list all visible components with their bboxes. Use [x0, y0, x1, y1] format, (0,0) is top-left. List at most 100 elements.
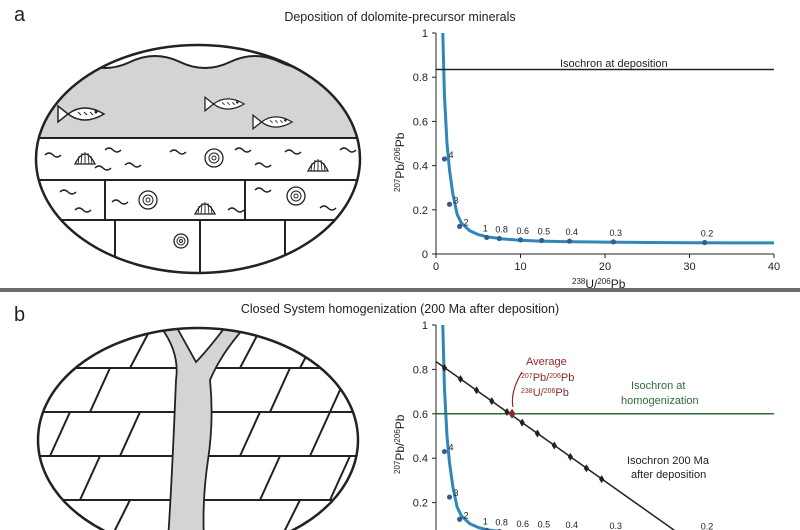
data-point-label: 0.4	[566, 520, 579, 530]
isochron-diamond	[519, 418, 525, 427]
x-axis-label-a: 238U/206Pb	[572, 277, 626, 291]
isochron-diamond	[551, 441, 557, 450]
data-point	[441, 448, 448, 455]
data-point	[457, 516, 463, 522]
data-point-label: 4	[448, 443, 453, 453]
panel-divider	[0, 288, 800, 292]
y-tick-label: 0.6	[413, 116, 428, 128]
points-b: 4 3 2 1 0.8 0.6 0.5 0.4 0.3 0.2	[441, 443, 714, 530]
isochron-deposition-label: Isochron at deposition	[560, 58, 668, 70]
isochron-diamonds	[441, 363, 605, 484]
ammonite-icon	[204, 148, 224, 168]
svg-text:238U/206Pb: 238U/206Pb	[521, 387, 569, 399]
panel-a-letter: a	[14, 4, 26, 26]
data-point-label: 1	[483, 223, 488, 233]
svg-text:Average: Average	[526, 356, 567, 368]
y-tick-label: 0.8	[413, 364, 428, 376]
data-point	[517, 237, 524, 243]
data-point	[539, 237, 545, 244]
average-point	[508, 408, 516, 419]
data-point	[566, 238, 573, 244]
isochron-diamond	[457, 374, 464, 383]
chart-b: 0.2 0.4 0.6 0.8 1 4 3 2 1 0.8 0.6 0.5 0.4 0.3 0.2 207…	[393, 320, 774, 530]
panel-b-letter: b	[14, 304, 26, 326]
panel-a-title: Deposition of dolomite-precursor mineral…	[284, 10, 516, 24]
data-point	[457, 223, 463, 229]
y-tick-label: 0.8	[413, 72, 428, 84]
data-point-label: 3	[454, 488, 459, 498]
data-point-label: 0.4	[566, 227, 579, 237]
data-point-label: 0.3	[609, 228, 622, 238]
svg-text:homogenization: homogenization	[621, 395, 699, 407]
data-point	[484, 527, 490, 530]
x-tick-label: 20	[599, 261, 611, 273]
svg-text:Isochron 200 Ma: Isochron 200 Ma	[627, 455, 710, 467]
x-tick-label: 30	[683, 261, 695, 273]
isochron-diamond	[534, 429, 540, 438]
data-point	[441, 156, 448, 162]
data-point	[496, 235, 502, 242]
isochron-200-annotation: Isochron 200 Ma after deposition	[627, 455, 710, 481]
svg-text:207Pb/206Pb: 207Pb/206Pb	[521, 372, 574, 384]
data-point	[446, 494, 453, 500]
average-annotation: Average 207Pb/206Pb 238U/206Pb	[511, 356, 574, 408]
data-point	[610, 239, 617, 245]
fish-icon	[57, 104, 106, 124]
data-point-label: 0.6	[517, 226, 530, 236]
data-point-label: 0.5	[538, 227, 551, 237]
average-marker	[508, 408, 516, 419]
homogenization-cartoon	[36, 326, 360, 530]
isochron-diamond	[441, 363, 448, 372]
y-tick-label: 0.6	[413, 409, 428, 421]
isochron-200ma-line	[436, 361, 676, 530]
x-tick-label: 0	[433, 261, 439, 273]
y-axis-label-a: 207Pb/206Pb	[393, 132, 407, 192]
data-point-label: 0.2	[701, 521, 714, 530]
ammonite-icon	[286, 186, 306, 206]
isochron-diamond	[599, 475, 605, 484]
data-point-label: 2	[464, 217, 469, 227]
concordia-curve-b	[441, 324, 501, 530]
svg-text:after deposition: after deposition	[631, 469, 706, 481]
data-point-label: 0.6	[517, 519, 530, 529]
panel-b-title: Closed System homogenization (200 Ma aft…	[240, 302, 560, 316]
scallop-shell-icon	[73, 152, 97, 165]
fish-icon	[252, 113, 294, 131]
y-tick-label: 1	[422, 28, 428, 40]
y-tick-label: 1	[422, 320, 428, 332]
y-tick-label: 0.2	[413, 205, 428, 217]
ticks-b: 0.20.40.60.81	[413, 320, 436, 510]
isochron-diamond	[473, 386, 480, 395]
vein-fill	[158, 328, 249, 530]
y-tick-label: 0.4	[413, 161, 428, 173]
y-axis-label-b: 207Pb/206Pb	[393, 414, 407, 474]
data-point-label: 2	[464, 510, 469, 520]
homogenization-annotation: Isochron at homogenization	[621, 380, 699, 407]
data-point-label: 0.5	[538, 519, 551, 529]
ammonite-icon	[173, 233, 189, 249]
data-point-label: 0.8	[495, 517, 508, 527]
data-point-label: 0.8	[495, 225, 508, 235]
data-point-label: 4	[448, 150, 453, 160]
data-point-label: 3	[454, 195, 459, 205]
y-tick-label: 0	[422, 249, 428, 261]
data-point	[702, 239, 708, 246]
x-tick-label: 40	[768, 261, 780, 273]
isochron-diamond	[567, 452, 573, 461]
isochron-diamond	[583, 464, 590, 473]
data-point-label: 0.2	[701, 229, 714, 239]
scallop-shell-icon	[306, 159, 330, 172]
deposition-cartoon	[34, 43, 362, 275]
x-tick-label: 10	[514, 261, 526, 273]
data-point	[446, 201, 453, 207]
data-point-label: 1	[483, 516, 488, 526]
points-a: 4 3 2 1 0.8 0.6 0.5 0.4 0.3 0.2	[441, 150, 714, 246]
data-point-label: 0.3	[609, 521, 622, 530]
y-tick-label: 0.4	[413, 453, 428, 465]
sediment-marks	[44, 147, 357, 213]
isochron-diamond	[504, 408, 510, 417]
scallop-shell-icon	[193, 202, 217, 215]
